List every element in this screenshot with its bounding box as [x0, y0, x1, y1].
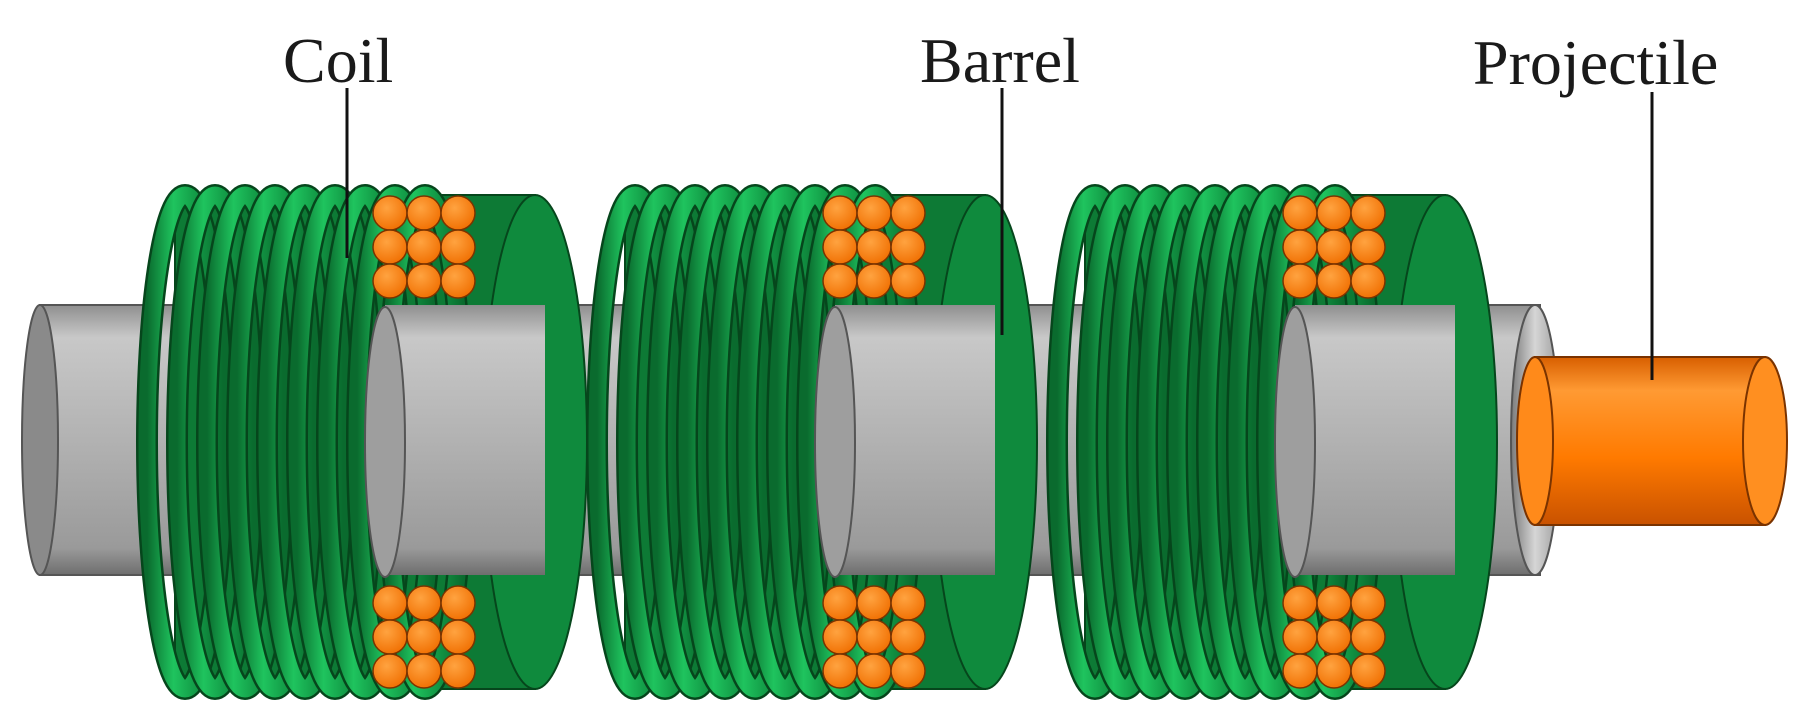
winding-dot-top: [440, 229, 476, 265]
projectile-front-end: [1742, 356, 1788, 526]
coils-layer: [136, 184, 1498, 700]
winding-dot-top: [1316, 263, 1352, 299]
coil-turn: [138, 186, 232, 698]
winding-dot-bottom: [856, 585, 892, 621]
winding-dot-bottom: [440, 585, 476, 621]
winding-dot-bottom: [1282, 619, 1318, 655]
winding-dot-bottom: [1316, 653, 1352, 689]
winding-dot-bottom: [1282, 653, 1318, 689]
coil-label: Coil: [283, 25, 393, 96]
winding-dot-top: [440, 263, 476, 299]
barrel-label: Barrel: [920, 25, 1080, 96]
coil-2: [586, 184, 1038, 700]
coil-bore-edge: [1274, 306, 1316, 578]
winding-dot-bottom: [406, 619, 442, 655]
coil-turn: [588, 186, 682, 698]
coil-turn: [708, 186, 802, 698]
winding-dot-top: [372, 195, 408, 231]
winding-dot-top: [856, 229, 892, 265]
projectile: [1516, 356, 1788, 526]
winding-dot-top: [372, 229, 408, 265]
coil-turn: [678, 186, 772, 698]
winding-dot-bottom: [406, 653, 442, 689]
winding-dot-bottom: [822, 585, 858, 621]
winding-dot-top: [1316, 229, 1352, 265]
coil-turn: [1078, 186, 1172, 698]
coil-3: [1046, 184, 1498, 700]
winding-dot-top: [822, 229, 858, 265]
winding-dot-bottom: [406, 585, 442, 621]
winding-dot-bottom: [1350, 653, 1386, 689]
winding-dot-bottom: [372, 653, 408, 689]
projectile-body: [1534, 356, 1766, 526]
coil-bore: [1295, 305, 1455, 575]
winding-dot-bottom: [440, 619, 476, 655]
winding-dot-top: [856, 263, 892, 299]
coil-turn: [1138, 186, 1232, 698]
winding-dot-top: [1350, 263, 1386, 299]
winding-dot-top: [406, 229, 442, 265]
winding-dot-top: [440, 195, 476, 231]
winding-dot-top: [372, 263, 408, 299]
winding-dot-top: [890, 263, 926, 299]
coil-bore-edge: [814, 306, 856, 578]
coil-bore-edge: [364, 306, 406, 578]
coil-turn: [1168, 186, 1262, 698]
projectile-label: Projectile: [1473, 27, 1718, 98]
winding-dot-bottom: [372, 619, 408, 655]
coil-turn: [258, 186, 352, 698]
winding-dot-bottom: [1316, 619, 1352, 655]
winding-dot-bottom: [856, 653, 892, 689]
barrel-back-end: [21, 304, 59, 576]
winding-dot-top: [1282, 263, 1318, 299]
winding-dot-bottom: [1282, 585, 1318, 621]
coil-turn: [1048, 186, 1142, 698]
winding-dot-top: [822, 263, 858, 299]
winding-dot-bottom: [822, 653, 858, 689]
winding-dot-bottom: [372, 585, 408, 621]
coil-turn: [1108, 186, 1202, 698]
projectile-back-end: [1516, 356, 1554, 526]
winding-dot-top: [1350, 195, 1386, 231]
winding-dot-top: [1316, 195, 1352, 231]
coil-bore: [385, 305, 545, 575]
winding-dot-top: [890, 195, 926, 231]
winding-dot-top: [856, 195, 892, 231]
winding-dot-bottom: [440, 653, 476, 689]
winding-dot-top: [406, 195, 442, 231]
winding-dot-top: [406, 263, 442, 299]
coil-bore: [835, 305, 995, 575]
coil-1: [136, 184, 588, 700]
winding-dot-bottom: [890, 585, 926, 621]
coil-turn: [648, 186, 742, 698]
winding-dot-top: [1282, 229, 1318, 265]
winding-dot-bottom: [822, 619, 858, 655]
winding-dot-bottom: [856, 619, 892, 655]
coil-turn: [168, 186, 262, 698]
coil-turn: [618, 186, 712, 698]
winding-dot-bottom: [890, 653, 926, 689]
winding-dot-top: [1282, 195, 1318, 231]
winding-dot-bottom: [1350, 585, 1386, 621]
coil-turn: [198, 186, 292, 698]
winding-dot-bottom: [890, 619, 926, 655]
winding-dot-top: [890, 229, 926, 265]
winding-dot-bottom: [1350, 619, 1386, 655]
winding-dot-bottom: [1316, 585, 1352, 621]
winding-dot-top: [822, 195, 858, 231]
coil-turn: [228, 186, 322, 698]
winding-dot-top: [1350, 229, 1386, 265]
